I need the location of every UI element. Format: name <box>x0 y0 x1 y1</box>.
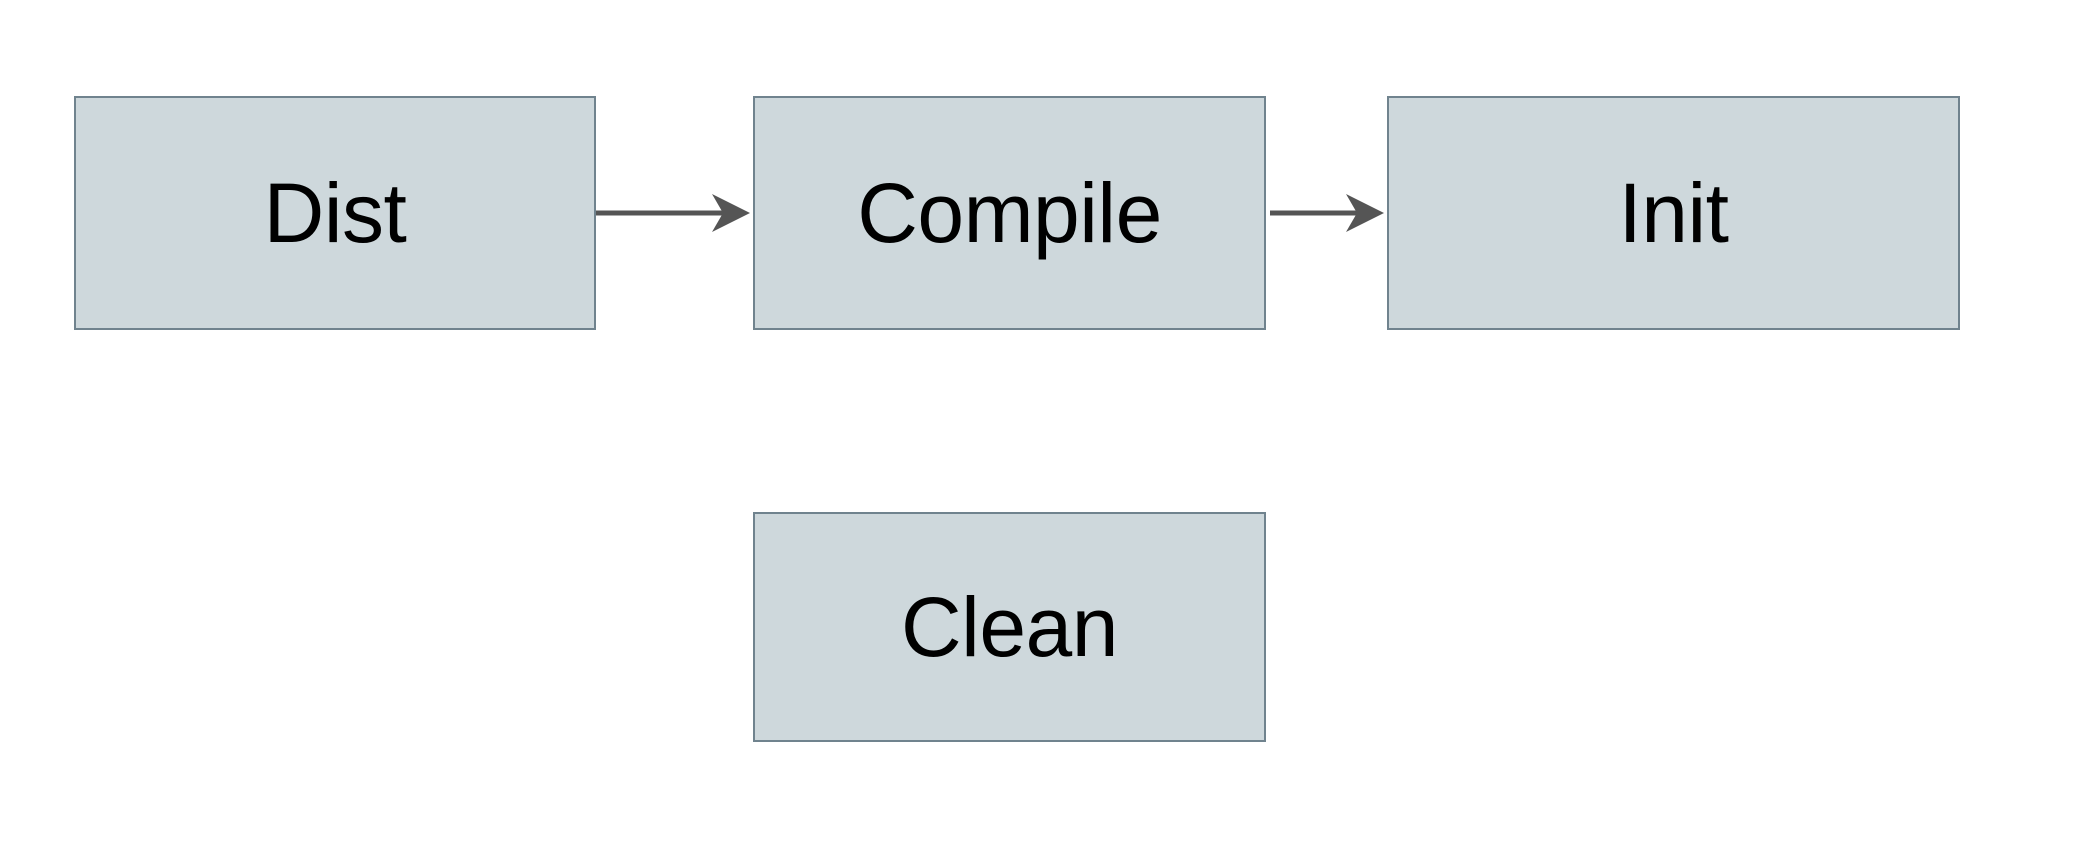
node-label-compile: Compile <box>857 166 1162 260</box>
node-label-dist: Dist <box>263 166 407 260</box>
diagram-edge-compile-to-init <box>1270 194 1384 232</box>
diagram-node-init[interactable]: Init <box>1387 96 1960 330</box>
node-label-init: Init <box>1618 166 1729 260</box>
arrowhead-icon <box>1346 194 1384 232</box>
diagram-node-dist[interactable]: Dist <box>74 96 596 330</box>
node-label-clean: Clean <box>901 580 1118 674</box>
diagram-node-compile[interactable]: Compile <box>753 96 1266 330</box>
arrowhead-icon <box>712 194 750 232</box>
diagram-node-clean[interactable]: Clean <box>753 512 1266 742</box>
diagram-edge-dist-to-compile <box>596 194 750 232</box>
